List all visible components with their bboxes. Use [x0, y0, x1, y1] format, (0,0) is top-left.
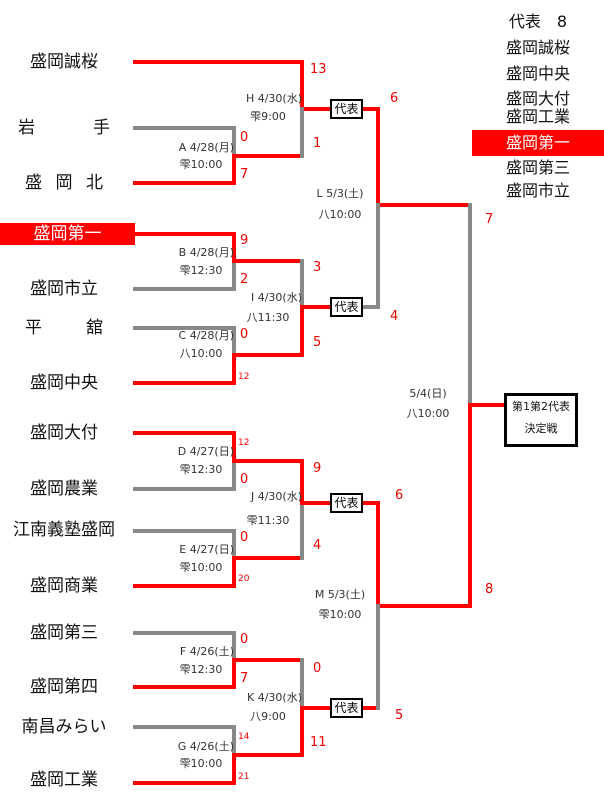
match-j-time: 雫11:30 [246, 514, 290, 527]
representative-box-j: 代表 [330, 493, 363, 513]
match-b-date: B 4/28(月) [178, 246, 234, 259]
match-e-date: E 4/27(日) [179, 543, 234, 556]
final-box-line1: 第1第2代表 [512, 400, 570, 413]
team-moriokadaifu: 盛岡大付 [30, 423, 98, 443]
team-moriokadaiyon: 盛岡第四 [30, 677, 98, 697]
score-g-bottom: 21 [238, 772, 250, 782]
score-l-top: 6 [390, 91, 399, 106]
match-i-date: I 4/30(水) [250, 291, 302, 304]
team-moriokashogyo: 盛岡商業 [30, 576, 98, 596]
match-a-time: 雫10:00 [179, 158, 223, 171]
score-i-top: 3 [313, 260, 322, 275]
final-match-box: 第1第2代表 決定戦 [504, 393, 578, 447]
match-k-time: 八9:00 [250, 710, 286, 723]
match-f-date: F 4/26(土) [179, 645, 234, 658]
representative-box-h: 代表 [330, 99, 363, 119]
score-final-top: 7 [485, 212, 494, 227]
score-b-bottom: 2 [240, 272, 249, 287]
match-f-time: 雫12:30 [179, 663, 223, 676]
team-moriokadaiichi: 盛岡第一 [0, 223, 135, 245]
team-moriokadaisan: 盛岡第三 [30, 623, 98, 643]
match-m-time: 雫10:00 [318, 608, 362, 621]
score-i-bottom: 5 [313, 335, 322, 350]
representative-item: 盛岡第三 [505, 158, 570, 177]
match-c-date: C 4/28(月) [178, 329, 234, 342]
score-j-top: 9 [313, 461, 322, 476]
representative-item: 盛岡中央 [505, 64, 570, 83]
match-l-time: 八10:00 [318, 208, 362, 221]
match-h-date: H 4/30(水) [245, 92, 302, 105]
match-d-date: D 4/27(日) [177, 445, 234, 458]
team-moriokachuo: 盛岡中央 [30, 373, 98, 393]
score-h-bottom: 1 [313, 136, 322, 151]
team-iwate: 岩手 [18, 118, 110, 138]
representative-item: 盛岡市立 [505, 181, 570, 200]
score-d-top: 12 [238, 438, 250, 448]
score-d-bottom: 0 [240, 472, 249, 487]
score-f-bottom: 7 [240, 671, 249, 686]
score-c-bottom: 12 [238, 372, 250, 382]
match-b-time: 雫12:30 [179, 264, 223, 277]
match-g-time: 雫10:00 [179, 757, 223, 770]
score-m-bottom: 5 [395, 708, 404, 723]
representative-item: 盛岡大付 [505, 89, 570, 108]
score-e-bottom: 20 [238, 574, 250, 584]
team-moriokakita: 盛岡北 [25, 173, 103, 193]
score-e-top: 0 [240, 530, 249, 545]
team-moriokanogyo: 盛岡農業 [30, 479, 98, 499]
representative-item-highlighted: 盛岡第一 [472, 130, 604, 156]
final-date: 5/4(日) [409, 387, 447, 400]
score-final-bottom: 8 [485, 582, 494, 597]
representative-item: 盛岡工業 [505, 107, 570, 126]
match-d-time: 雫12:30 [179, 463, 223, 476]
score-k-bottom: 11 [310, 735, 327, 750]
representatives-title: 代表 8 [508, 12, 568, 31]
score-h-top: 13 [310, 62, 327, 77]
team-nanshomirai: 南昌みらい [21, 717, 107, 737]
final-box-line2: 決定戦 [524, 422, 558, 435]
representative-box-i: 代表 [330, 297, 363, 317]
match-e-time: 雫10:00 [179, 561, 223, 574]
representative-item: 盛岡誠桜 [505, 38, 570, 57]
score-a-top: 0 [240, 130, 249, 145]
score-j-bottom: 4 [313, 538, 322, 553]
score-c-top: 0 [240, 327, 249, 342]
team-konangijuku: 江南義塾盛岡 [13, 520, 115, 540]
score-m-top: 6 [395, 488, 404, 503]
match-h-time: 雫9:00 [250, 110, 286, 123]
match-g-date: G 4/26(土) [177, 740, 234, 753]
team-moriokashiritsu: 盛岡市立 [30, 279, 98, 299]
match-m-date: M 5/3(土) [314, 588, 366, 601]
team-seioh: 盛岡誠桜 [30, 52, 98, 72]
match-l-date: L 5/3(土) [316, 187, 364, 200]
match-i-time: 八11:30 [246, 311, 290, 324]
score-b-top: 9 [240, 233, 249, 248]
score-a-bottom: 7 [240, 167, 249, 182]
score-g-top: 14 [238, 732, 250, 742]
match-k-date: K 4/30(水) [247, 691, 302, 704]
team-hiradate: 平舘 [25, 318, 103, 338]
score-f-top: 0 [240, 632, 249, 647]
final-time: 八10:00 [406, 407, 450, 420]
match-a-date: A 4/28(月) [178, 141, 234, 154]
score-k-top: 0 [313, 661, 322, 676]
team-moriokakogyo: 盛岡工業 [30, 770, 98, 790]
representative-box-k: 代表 [330, 698, 363, 718]
match-c-time: 八10:00 [179, 347, 223, 360]
match-j-date: J 4/30(水) [250, 490, 302, 503]
score-l-bottom: 4 [390, 309, 399, 324]
